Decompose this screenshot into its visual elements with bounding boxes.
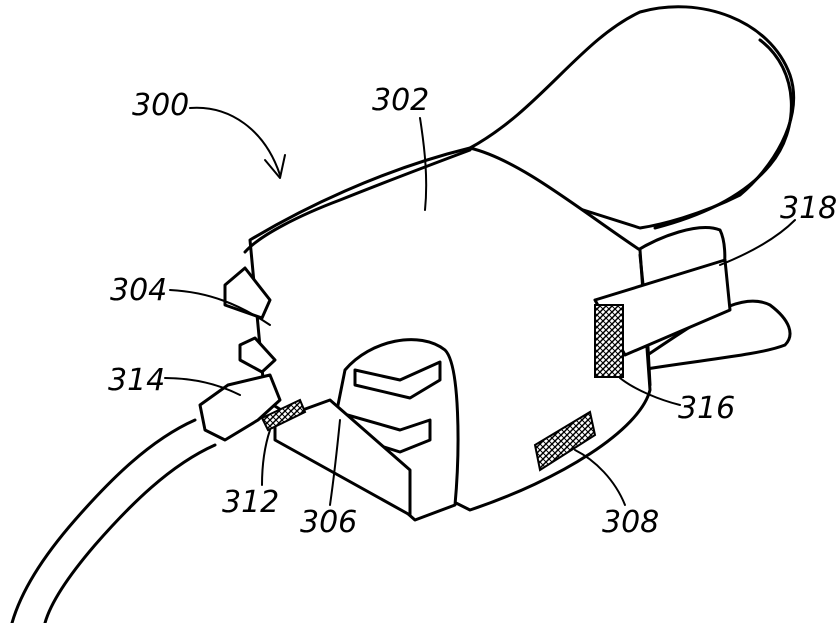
leader-318 <box>720 220 795 265</box>
arrow-300 <box>190 108 280 175</box>
label-312: 312 <box>222 485 279 520</box>
cable-outer-bottom <box>45 445 215 623</box>
label-314: 314 <box>108 363 165 398</box>
label-308: 308 <box>602 505 659 540</box>
label-304: 304 <box>110 273 167 308</box>
strap-pad-316 <box>595 305 623 377</box>
leader-312 <box>262 430 270 485</box>
cable-outer-top <box>12 420 195 623</box>
label-300: 300 <box>132 88 189 123</box>
label-316: 316 <box>678 391 735 426</box>
label-306: 306 <box>300 505 357 540</box>
arrow-300-head <box>265 155 285 178</box>
label-302: 302 <box>372 83 429 118</box>
label-318: 318 <box>780 191 837 226</box>
